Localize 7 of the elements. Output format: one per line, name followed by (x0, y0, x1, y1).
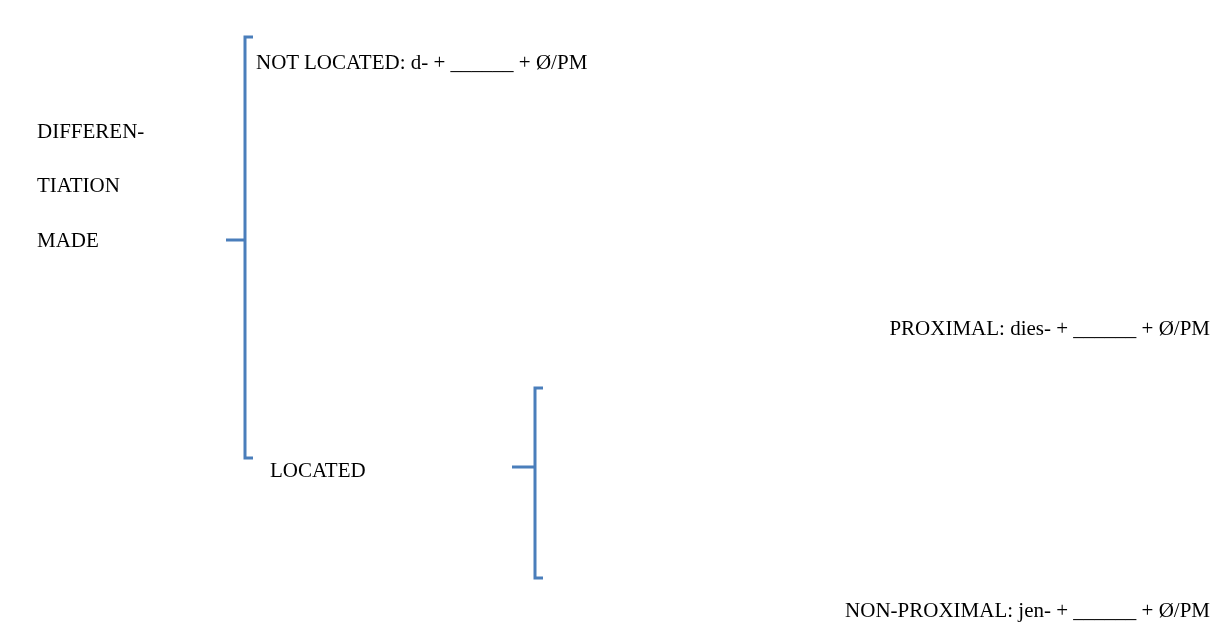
label-text: TIATION (37, 173, 120, 197)
label-text: PROXIMAL: dies- + ______ + Ø/PM (889, 316, 1210, 340)
label-text: NOT LOCATED: d- + ______ + Ø/PM (256, 50, 588, 74)
label-text: LOCATED (270, 458, 366, 482)
label-text: DIFFEREN- (37, 119, 145, 143)
label-text: MADE (37, 228, 99, 252)
label-text: NON-PROXIMAL: jen- + ______ + Ø/PM (845, 598, 1210, 622)
